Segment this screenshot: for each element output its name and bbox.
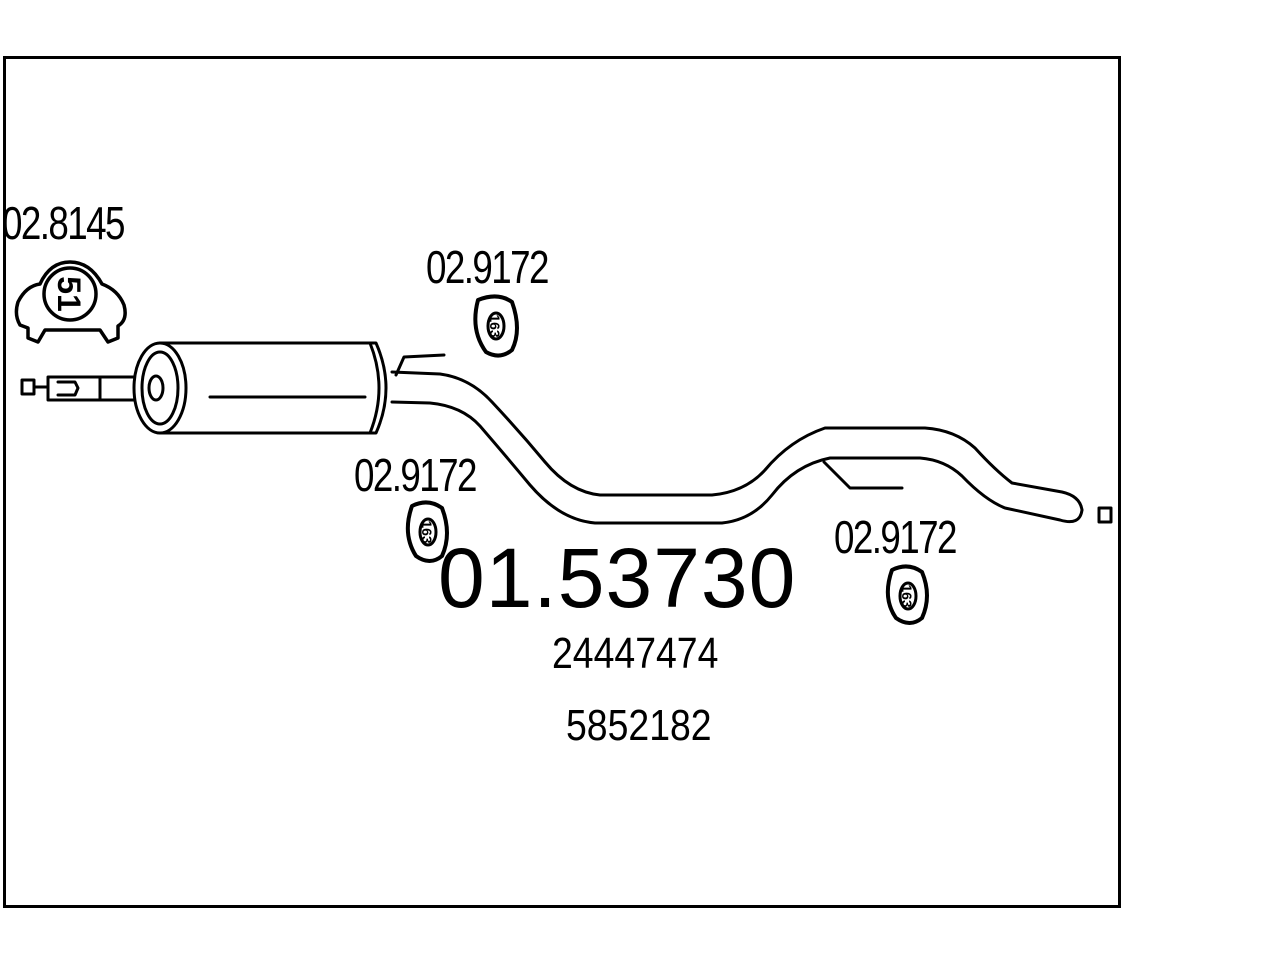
- muffler-body: [158, 341, 388, 435]
- rubber-mount-part-number-1: 02.9172: [426, 241, 549, 293]
- diagram-frame: [3, 56, 1121, 908]
- rubber-mount-icon-2: [405, 500, 449, 563]
- clamp-inner-circle: [42, 266, 98, 322]
- rubber-mount-part-number-3: 02.9172: [834, 511, 957, 563]
- rubber-mount-code-1: 163: [487, 314, 503, 338]
- tailpipe-lower: [390, 400, 1084, 525]
- clamp-part-number: 02.8145: [2, 197, 125, 249]
- rubber-mount-icon-1: [473, 294, 519, 358]
- tailpipe-upper: [390, 370, 1084, 512]
- inlet-pipe-slot: [56, 380, 80, 397]
- rubber-mount-part-number-2: 02.9172: [354, 449, 477, 501]
- hanger-hook-2: [822, 460, 904, 490]
- muffler-inlet-hole: [147, 374, 165, 402]
- oe-number-1: 24447474: [552, 629, 719, 678]
- clamp-icon: [14, 260, 127, 344]
- oe-number-2: 5852182: [566, 701, 712, 750]
- muffler-seam: [368, 341, 381, 435]
- main-part-number: 01.53730: [438, 531, 797, 625]
- clamp-size-label: 51: [51, 276, 87, 312]
- outlet-stub: [1097, 506, 1113, 524]
- rubber-mount-icon-3: [885, 564, 929, 625]
- muffler-end-front-inner: [140, 350, 180, 426]
- hanger-hook-1: [394, 353, 446, 377]
- inlet-pipe: [32, 375, 157, 402]
- inlet-stub: [20, 378, 36, 396]
- rubber-mount-code-2: 163: [419, 520, 435, 544]
- rubber-mount-code-3: 163: [899, 584, 915, 608]
